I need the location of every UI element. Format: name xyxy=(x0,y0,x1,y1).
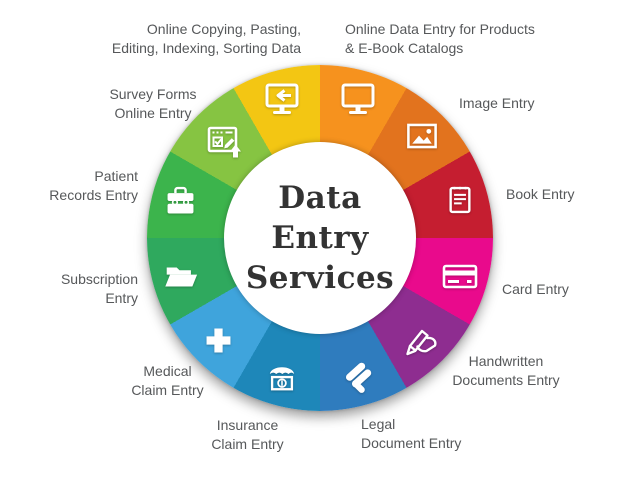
label-image-entry: Image Entry xyxy=(459,94,534,113)
label-line: Image Entry xyxy=(459,95,535,111)
label-line: Online Entry xyxy=(114,105,192,121)
label-line: Claim Entry xyxy=(131,382,204,398)
briefcase-icon xyxy=(158,178,202,222)
label-line: Online Copying, Pasting, xyxy=(146,21,301,37)
label-line: Documents Entry xyxy=(452,372,560,388)
label-line: Claim Entry xyxy=(211,436,284,452)
label-line: Patient xyxy=(94,168,138,184)
center-title-line1: Data xyxy=(278,180,362,216)
monitor-arrow-icon xyxy=(260,76,304,120)
label-survey-forms: Survey Forms Online Entry xyxy=(93,85,213,123)
medical-cross-icon xyxy=(196,318,240,362)
label-book-entry: Book Entry xyxy=(506,185,574,204)
label-legal-entry: Legal Document Entry xyxy=(361,415,461,453)
label-insurance-entry: Insurance Claim Entry xyxy=(190,416,305,454)
label-line: Legal xyxy=(361,416,396,432)
open-folder-icon xyxy=(158,254,202,298)
label-card-entry: Card Entry xyxy=(502,280,569,299)
credit-card-icon xyxy=(438,254,482,298)
gavel-icon xyxy=(336,356,380,400)
label-line: Handwritten xyxy=(468,353,544,369)
label-medical-entry: Medical Claim Entry xyxy=(110,362,225,400)
monitor-icon xyxy=(336,76,380,120)
label-subscription-entry: Subscription Entry xyxy=(18,270,138,308)
label-line: Survey Forms xyxy=(109,86,197,102)
label-line: Card Entry xyxy=(502,281,569,297)
image-icon xyxy=(400,114,444,158)
label-line: Entry xyxy=(105,290,138,306)
umbrella-money-icon xyxy=(260,356,304,400)
writing-hand-icon xyxy=(400,318,444,362)
donut-ring: Data Entry Services xyxy=(147,65,493,411)
center-title-line2: Entry xyxy=(271,220,369,256)
label-online-copying: Online Copying, Pasting, Editing, Indexi… xyxy=(96,20,301,58)
label-line: Editing, Indexing, Sorting Data xyxy=(111,40,301,56)
survey-form-icon xyxy=(202,120,246,164)
label-line: Records Entry xyxy=(49,187,138,203)
donut-center: Data Entry Services xyxy=(224,142,416,334)
label-line: Insurance xyxy=(216,417,279,433)
label-line: Subscription xyxy=(60,271,138,287)
label-line: Book Entry xyxy=(506,186,575,202)
center-title-line3: Services xyxy=(245,260,395,296)
label-line: Document Entry xyxy=(361,435,462,451)
center-title: Data Entry Services xyxy=(246,178,394,298)
label-line: Online Data Entry for Products xyxy=(345,21,535,37)
label-handwritten-entry: Handwritten Documents Entry xyxy=(440,352,572,390)
book-icon xyxy=(438,178,482,222)
label-line: Medical xyxy=(143,363,192,379)
label-line: & E-Book Catalogs xyxy=(345,40,464,56)
label-patient-records: Patient Records Entry xyxy=(18,167,138,205)
label-online-products: Online Data Entry for Products & E-Book … xyxy=(345,20,565,58)
